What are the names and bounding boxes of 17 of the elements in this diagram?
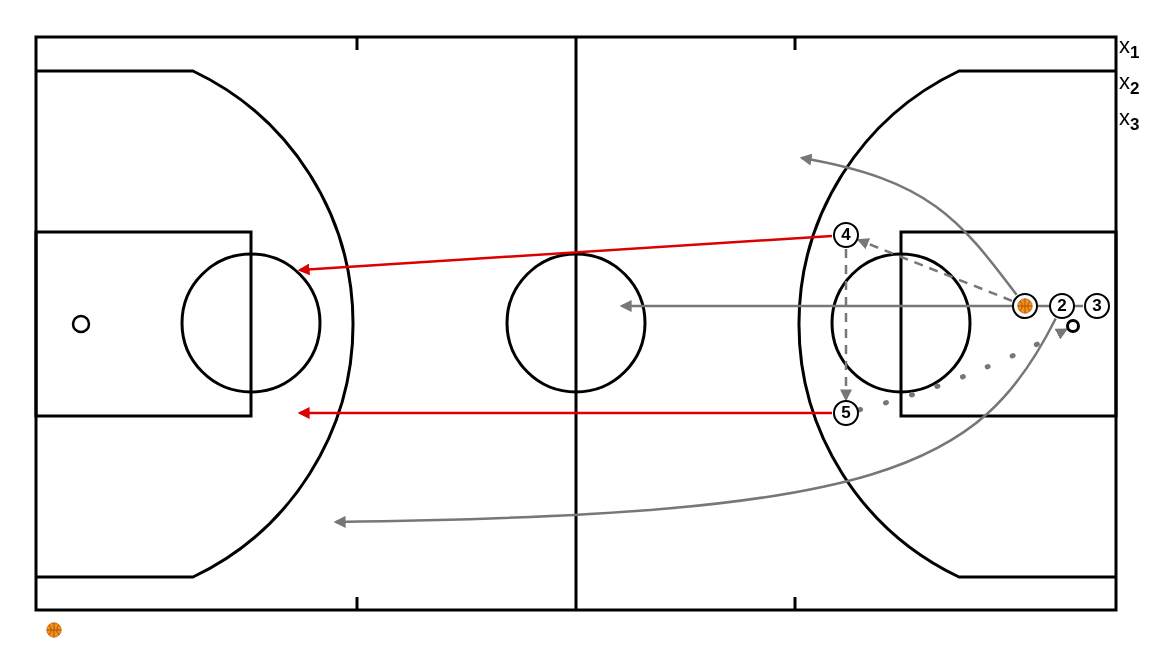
arrow xyxy=(856,238,1013,302)
arrow xyxy=(619,300,1083,312)
player-circle: 5 xyxy=(833,400,859,426)
arrow xyxy=(857,327,1069,413)
row-label: x$_{2}$ xyxy=(1119,69,1140,100)
arrow xyxy=(297,234,833,276)
player-circle xyxy=(1012,293,1038,319)
arrow xyxy=(840,249,852,402)
row-label: x$_{1}$ xyxy=(1119,33,1140,64)
player-circle: 2 xyxy=(1049,293,1075,319)
player-circle: 4 xyxy=(833,222,859,248)
arrow xyxy=(799,153,1018,296)
player-circle: 3 xyxy=(1084,293,1110,319)
arrow xyxy=(333,317,1057,528)
cone-marker xyxy=(1066,319,1080,333)
row-label: x$_{3}$ xyxy=(1119,105,1140,136)
arrow xyxy=(297,407,832,419)
